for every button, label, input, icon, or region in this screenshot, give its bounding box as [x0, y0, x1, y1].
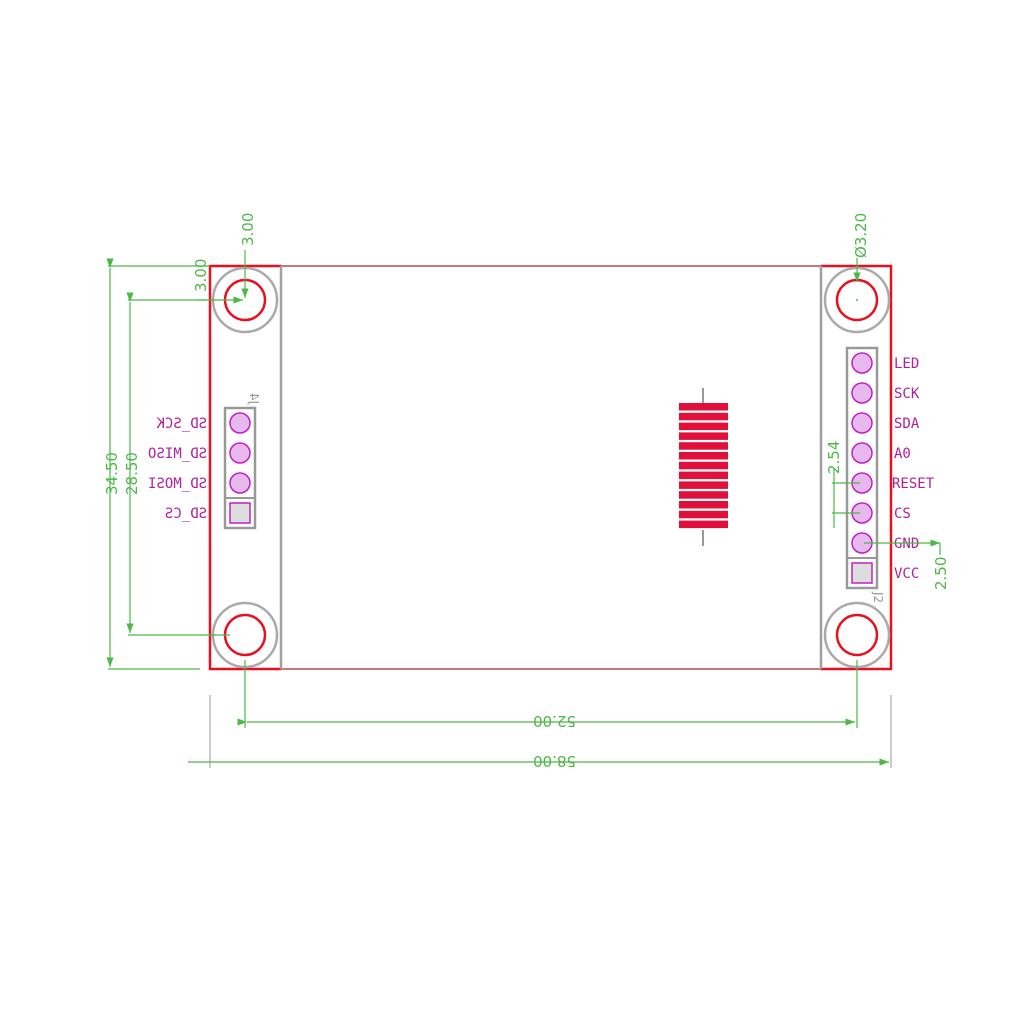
j4-label-sd-miso: SD_MISO	[148, 446, 207, 462]
board	[208, 264, 893, 671]
j2-label-sda: SDA	[894, 416, 920, 432]
j2-pin	[851, 442, 873, 464]
j4-label-sd-cs: SD_CS	[165, 506, 207, 522]
fpc-contact	[679, 432, 728, 440]
fpc-contact	[679, 461, 728, 470]
fpc-contact	[679, 510, 728, 519]
fpc-connector	[679, 388, 728, 546]
j2-label-gnd: GND	[894, 536, 919, 552]
j4-square-pad	[229, 502, 251, 524]
j4-label-sd-sck: SD_SCK	[156, 416, 207, 432]
fpc-contact	[679, 412, 728, 421]
dim-hole-spacing-y: 28.50	[123, 452, 141, 495]
dim-board-height: 34.50	[103, 452, 121, 495]
dim-hole-offset-y: 3.00	[192, 259, 210, 292]
j2-label-cs: CS	[894, 506, 911, 522]
fpc-contact	[679, 442, 728, 450]
j2-pin	[851, 352, 873, 374]
j4-pin	[229, 412, 251, 434]
dim-hole-diameter: Ø3.20	[852, 213, 870, 258]
j2-square-pad	[851, 562, 873, 584]
j4-pin	[229, 442, 251, 464]
j2-label-vcc: VCC	[894, 566, 919, 582]
dimension-lines	[106, 250, 941, 768]
j2-ref: J2	[871, 591, 885, 603]
fpc-contact	[679, 471, 728, 480]
fpc-contact	[679, 403, 728, 411]
dim-hole-spacing-x: 52.00	[533, 712, 576, 730]
j4-label-sd-mosi: SD_MOSI	[148, 476, 207, 492]
dim-hole-offset-x: 3.00	[239, 213, 257, 246]
j2-pin	[851, 412, 873, 434]
fpc-contact	[679, 501, 728, 509]
dim-pin-edge: 2.50	[932, 557, 950, 590]
connector-j2: J2 LED SCK SDA A0 RESET CS GND VCC	[845, 346, 935, 603]
j2-pin	[851, 382, 873, 404]
connector-j4: J4 SD_SCK SD_MISO SD_MOSI SD_CS	[148, 393, 261, 530]
j4-ref: J4	[247, 393, 261, 405]
j2-label-reset: RESET	[892, 476, 935, 492]
j2-label-a0: A0	[894, 446, 911, 462]
j2-label-sck: SCK	[894, 386, 920, 402]
j2-label-led: LED	[894, 356, 919, 372]
fpc-contact	[679, 452, 728, 460]
fpc-contact	[679, 491, 728, 499]
fpc-contact	[679, 481, 728, 489]
fpc-contact	[679, 520, 728, 529]
fpc-contact	[679, 422, 728, 431]
j4-pin	[229, 472, 251, 494]
dim-board-width: 58.00	[533, 752, 576, 770]
mounting-hole-br	[823, 601, 891, 669]
dim-pin-pitch: 2.54	[825, 441, 843, 474]
